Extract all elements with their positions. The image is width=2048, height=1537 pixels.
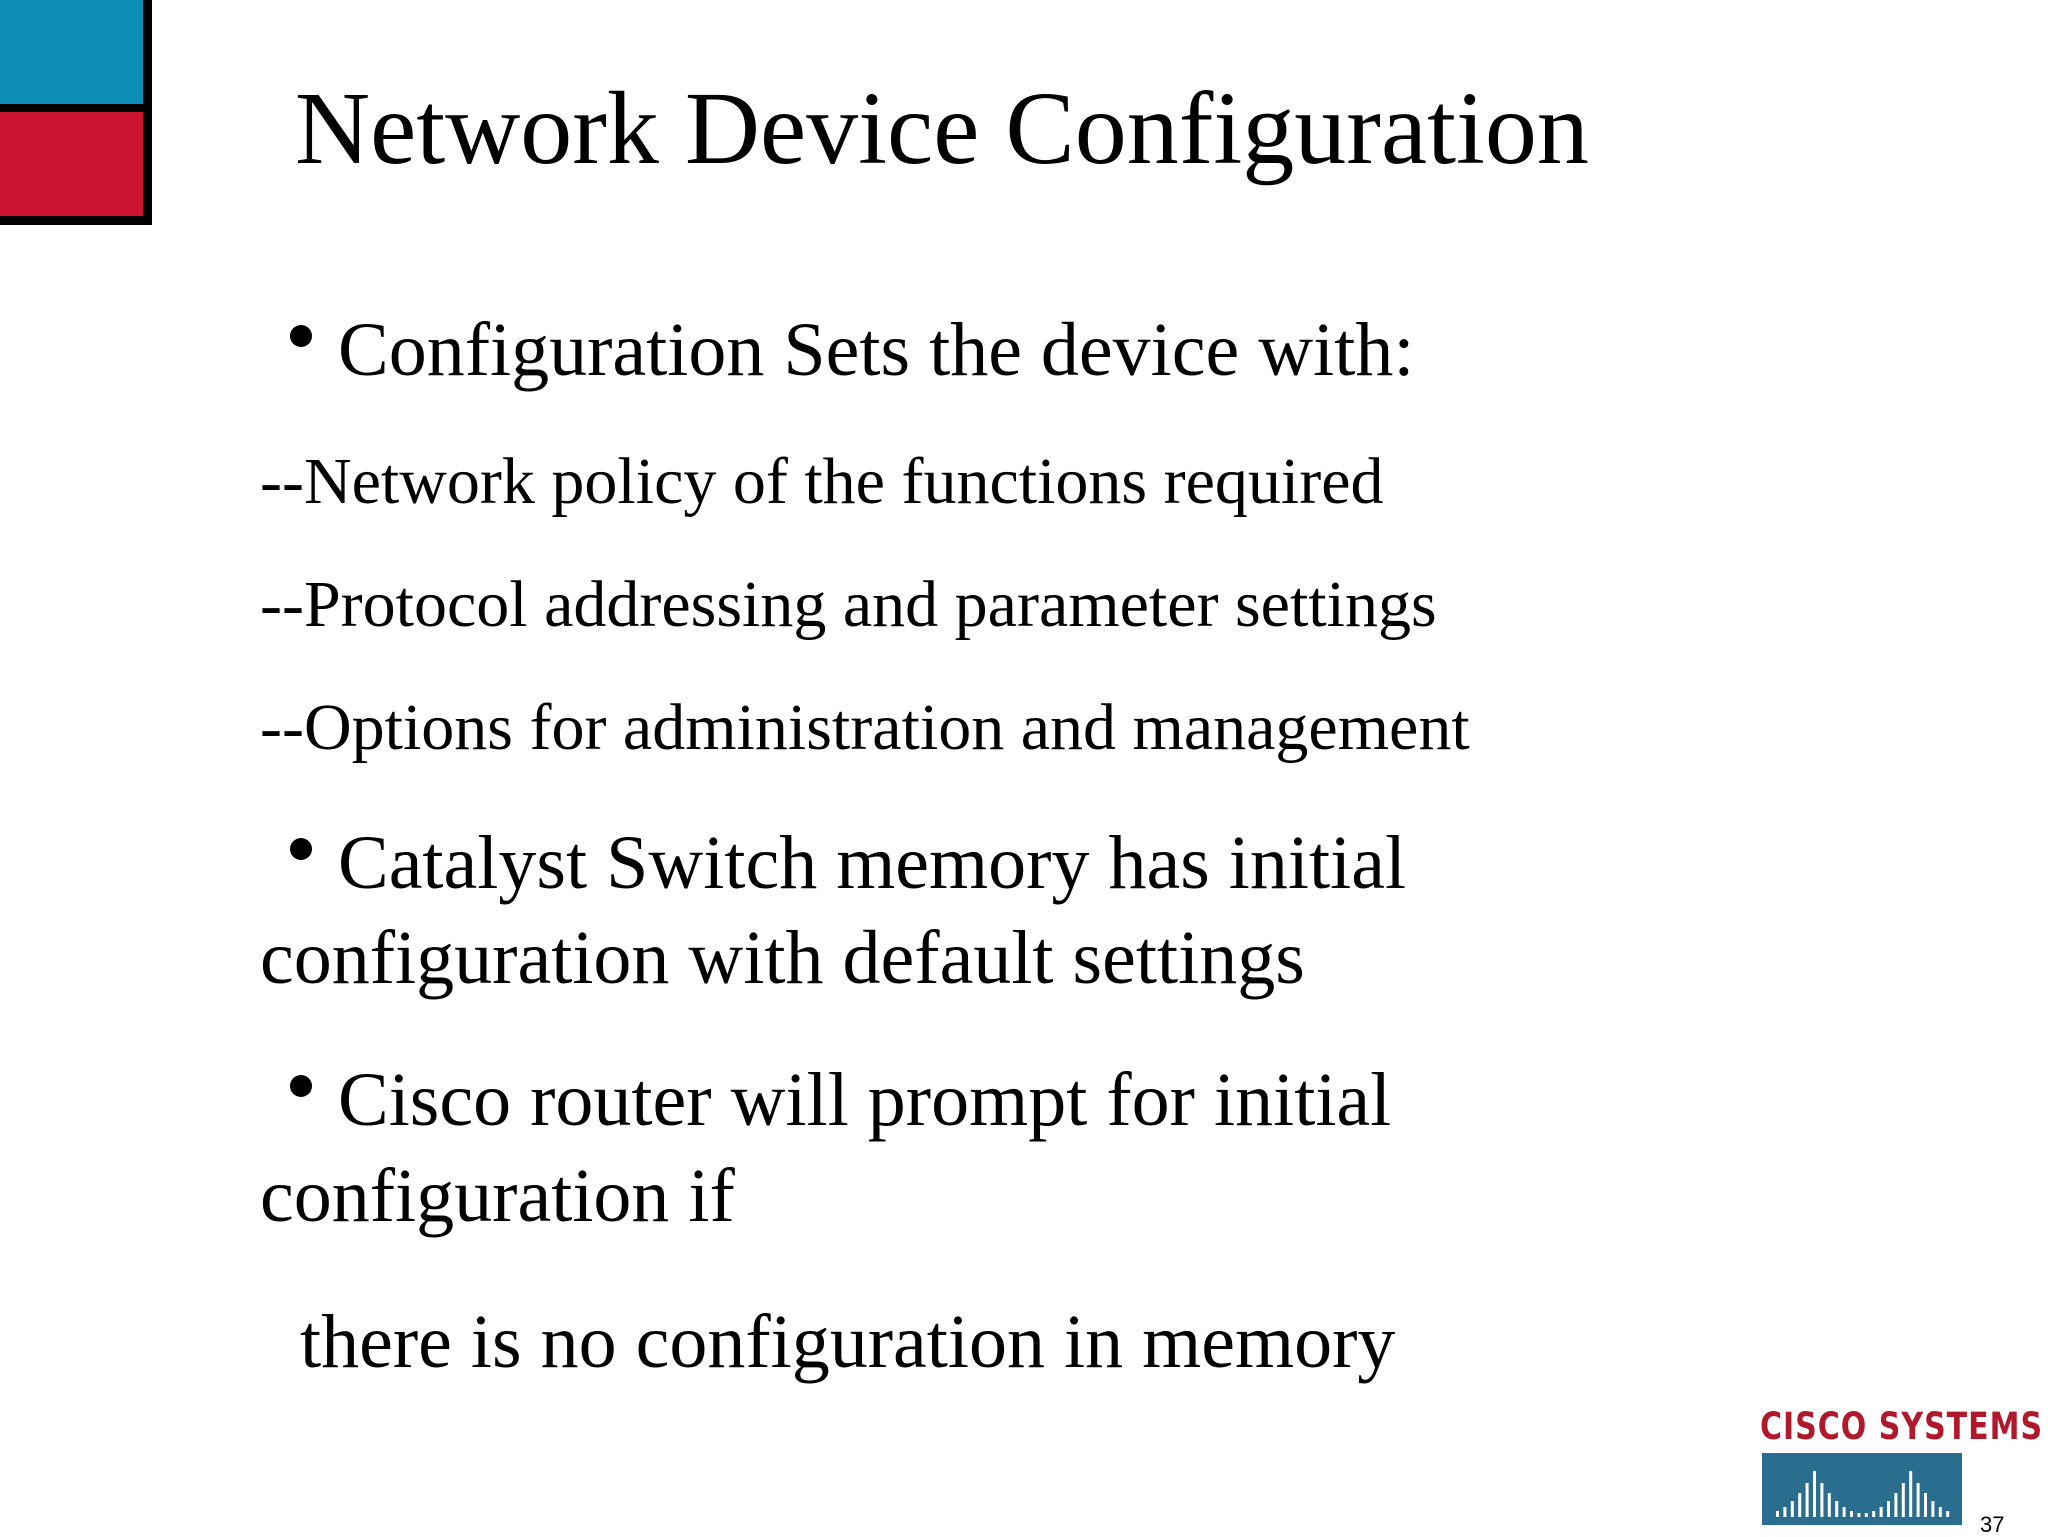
sub-item-network-policy: --Network policy of the functions requir… bbox=[260, 445, 1384, 518]
page-number: 37 bbox=[1980, 1512, 2005, 1537]
corner-blue-square bbox=[0, 0, 143, 104]
bridge-bar bbox=[1909, 1471, 1913, 1517]
bridge-bar bbox=[1946, 1511, 1950, 1517]
cisco-bridge-icon bbox=[1762, 1453, 1962, 1525]
bullet-cisco-router: Cisco router will prompt for initial bbox=[338, 1058, 1392, 1142]
bridge-bar bbox=[1790, 1501, 1794, 1517]
bridge-bar bbox=[1827, 1493, 1831, 1517]
sub-item-protocol-addressing: --Protocol addressing and parameter sett… bbox=[260, 568, 1437, 641]
bridge-bar bbox=[1842, 1507, 1846, 1517]
slide-title: Network Device Configuration bbox=[295, 71, 1589, 186]
bridge-bar bbox=[1813, 1471, 1816, 1517]
bridge-bar bbox=[1901, 1483, 1905, 1517]
bridge-bar bbox=[1820, 1483, 1824, 1517]
corner-red-square bbox=[0, 112, 143, 216]
bridge-bar bbox=[1894, 1493, 1898, 1517]
bullet-dot-3 bbox=[290, 1075, 312, 1097]
bridge-bar bbox=[1916, 1483, 1920, 1517]
bridge-bar bbox=[1805, 1483, 1809, 1517]
bridge-bar bbox=[1864, 1513, 1868, 1517]
bridge-bar bbox=[1938, 1507, 1942, 1517]
bridge-bar bbox=[1776, 1511, 1779, 1517]
bridge-bar bbox=[1924, 1493, 1927, 1517]
bridge-bar bbox=[1850, 1511, 1853, 1517]
cisco-systems-wordmark: CISCO SYSTEMS bbox=[1760, 1405, 2044, 1449]
corner-decoration bbox=[0, 0, 152, 225]
bridge-bar bbox=[1879, 1507, 1883, 1517]
bullet-dot-2 bbox=[290, 838, 312, 860]
bullet-configuration-sets: Configuration Sets the device with: bbox=[338, 308, 1415, 392]
bridge-bar bbox=[1857, 1513, 1861, 1517]
bridge-bar bbox=[1835, 1501, 1839, 1517]
bullet-catalyst-switch: Catalyst Switch memory has initial bbox=[338, 821, 1407, 905]
bridge-bar bbox=[1887, 1501, 1890, 1517]
bridge-bar bbox=[1798, 1493, 1802, 1517]
sub-item-options-administration: --Options for administration and managem… bbox=[260, 691, 1470, 764]
bridge-bar bbox=[1872, 1511, 1876, 1517]
cisco-systems-logo: CISCO SYSTEMS bbox=[1760, 1405, 2044, 1525]
bullet-cisco-router-condition: there is no configuration in memory bbox=[300, 1300, 1396, 1384]
bullet-catalyst-switch-continued: configuration with default settings bbox=[260, 916, 1305, 1000]
bullet-dot-1 bbox=[290, 325, 312, 347]
bridge-bar bbox=[1783, 1507, 1787, 1517]
bullet-cisco-router-continued: configuration if bbox=[260, 1154, 735, 1238]
bridge-bar bbox=[1931, 1501, 1935, 1517]
